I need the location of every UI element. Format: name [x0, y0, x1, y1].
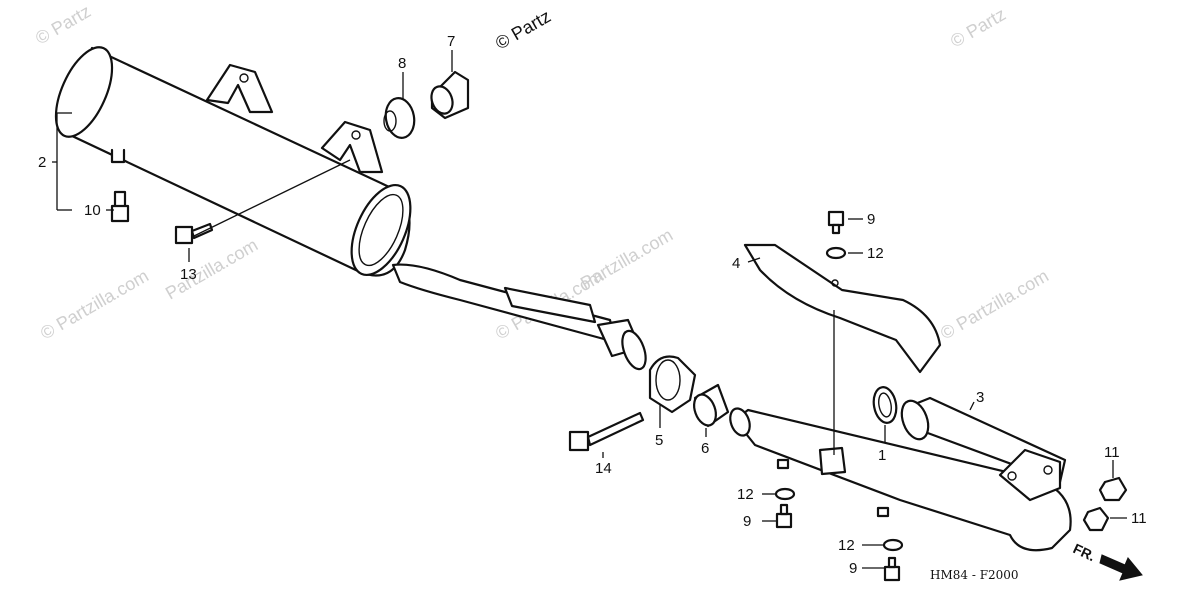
nut-11-lower-part[interactable]: [1082, 506, 1110, 532]
watermark-mid-left-2: Partzilla.com: [162, 235, 261, 304]
callout-12-bottom: 12: [838, 537, 855, 554]
callout-8: 8: [398, 55, 406, 72]
leader-lines: [52, 50, 1127, 569]
callout-7: 7: [447, 33, 455, 50]
callout-9-upper: 9: [867, 211, 875, 228]
watermark-mid-right: © Partzilla.com: [937, 265, 1052, 343]
callout-11-lower: 11: [1131, 510, 1147, 527]
callout-9-bottom: 9: [849, 560, 857, 577]
callout-12-lower-left: 12: [737, 486, 754, 503]
diagram-code: HM84 - F2000: [930, 568, 1019, 582]
callouts: 1 2 3 4 5 6 7 8 9 9 9 10 11 11 12 12 12 …: [38, 33, 1147, 577]
washer-12-lower-left-part[interactable]: [774, 487, 796, 501]
watermark-top-center: © Partz: [492, 6, 554, 53]
callout-13: 13: [180, 266, 197, 283]
collar-part[interactable]: [428, 70, 470, 120]
bolt-14-part[interactable]: [568, 411, 645, 452]
washer-12-upper-part[interactable]: [825, 246, 847, 260]
grommet-part[interactable]: [383, 96, 418, 140]
watermark-top-right: © Partz: [947, 4, 1009, 51]
bolt-9-lower-left-part[interactable]: [775, 503, 793, 529]
bolt-13-part[interactable]: [174, 222, 214, 245]
watermark-center-2: Partzilla.com: [577, 225, 676, 294]
callout-6: 6: [701, 440, 709, 457]
bolt-9-bottom-part[interactable]: [883, 556, 901, 582]
callout-10: 10: [84, 202, 101, 219]
heat-shield-part[interactable]: [743, 243, 942, 374]
callout-1: 1: [878, 447, 886, 464]
nut-11-upper-part[interactable]: [1098, 476, 1128, 502]
muffler-outlet-pipe: [391, 263, 647, 371]
callout-5: 5: [655, 432, 663, 449]
exhaust-pipe-part[interactable]: [727, 396, 1072, 552]
callout-12-upper: 12: [867, 245, 884, 262]
callout-2: 2: [38, 154, 46, 171]
clamp-part[interactable]: [648, 355, 697, 414]
gasket-sleeve-part[interactable]: [690, 383, 730, 428]
washer-12-bottom-part[interactable]: [882, 538, 904, 552]
bolt-10-part[interactable]: [110, 190, 130, 223]
muffler-part[interactable]: [44, 39, 422, 283]
callout-14: 14: [595, 460, 612, 477]
front-arrow-icon: [1099, 554, 1143, 581]
gasket-ring-part[interactable]: [871, 385, 899, 424]
callout-11-upper: 11: [1104, 444, 1120, 461]
front-direction-marker: FR.: [1071, 540, 1143, 581]
callout-3: 3: [976, 389, 984, 406]
front-label: FR.: [1071, 540, 1098, 564]
bolt-9-upper-part[interactable]: [827, 210, 845, 235]
watermark-top-left: © Partz: [32, 1, 94, 48]
callout-4: 4: [732, 255, 740, 272]
callout-9-lower-left: 9: [743, 513, 751, 530]
watermark-mid-left: © Partzilla.com: [37, 265, 152, 343]
